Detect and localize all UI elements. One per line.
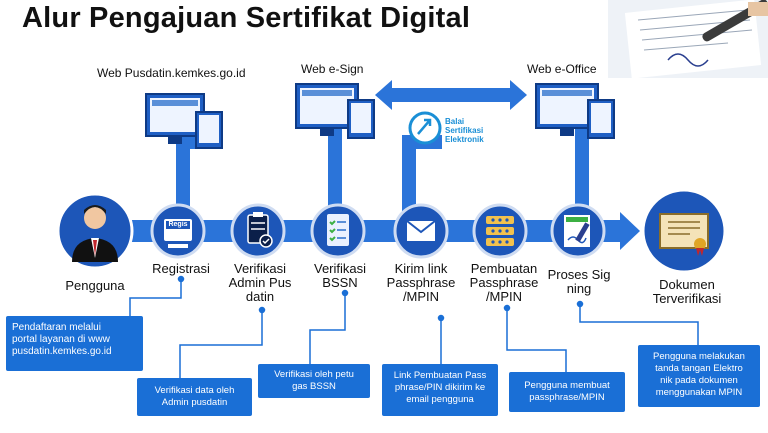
note-line: Verifikasi data oleh [154,385,235,396]
note-line: Pengguna membuat [524,380,610,391]
step-label-pengguna: Pengguna [65,278,125,293]
label-line: /MPIN [402,289,440,304]
web-esign-label: Web e-Sign [301,62,364,76]
note-line: passphrase/MPIN [529,392,605,403]
note-line: phrase/PIN dikirim ke [394,382,486,393]
note-kirim-link: Link Pembuatan Pass phrase/PIN dikirim k… [382,364,498,416]
step-label-kirim-link: Kirim link Passphrase /MPIN [381,262,461,304]
label-line: datin [245,289,275,304]
note-line: gas BSSN [292,381,336,392]
bsre-line-3: Elektronik [445,135,484,144]
step-label-pembuatan: Pembuatan Passphrase /MPIN [464,262,544,304]
step-label-proses-signing: Proses Sig ning [542,268,616,296]
registration-icon [164,219,192,248]
computer-eoffice-icon [535,83,615,139]
note-line: Pendaftaran melalui [12,322,101,333]
note-line: tanda tangan Elektro [655,363,743,374]
note-line: Admin pusdatin [161,397,228,408]
step-label-verifikasi-bssn: Verifikasi BSSN [303,262,377,290]
label-line: Dokumen [659,277,715,292]
computer-esign-icon [295,83,375,139]
note-line: portal layanan di www [12,334,110,345]
web-eoffice-label: Web e-Office [527,62,597,76]
step-label-verifikasi-admin: Verifikasi Admin Pus datin [222,262,298,304]
label-line: ning [566,281,592,296]
label-line: BSSN [322,275,358,290]
registration-icon-text: Regis [168,221,188,228]
label-line: Verifikasi [233,261,287,276]
checklist-icon [327,214,349,246]
note-line: pusdatin.kemkes.go.id [12,346,112,357]
label-line: Passphrase [386,275,456,290]
bsre-line-2: Sertifikasi [445,126,484,135]
label-line: Admin Pus [228,275,292,290]
bsre-line-1: Balai [445,117,465,126]
note-verifikasi-bssn: Verifikasi oleh petu gas BSSN [258,364,370,398]
note-line: email pengguna [406,394,474,405]
label-line: Passphrase [469,275,539,290]
note-registrasi: Pendaftaran melalui portal layanan di ww… [6,316,143,371]
pen-document-image [608,0,768,78]
signing-icon [564,215,590,247]
label-line: Kirim link [394,261,448,276]
web-pusdatin-label: Web Pusdatin.kemkes.go.id [97,66,246,80]
note-line: nik pada dokumen [660,375,738,386]
bsre-logo-text: Balai Sertifikasi Elektronik [445,117,484,144]
user-icon [72,205,118,262]
label-line: Proses Sig [547,267,611,282]
note-proses-signing: Pengguna melakukan tanda tangan Elektro … [638,345,760,407]
email-icon [406,220,436,241]
bsre-logo-icon [408,111,442,145]
note-pembuatan: Pengguna membuat passphrase/MPIN [509,372,625,412]
page-title: Alur Pengajuan Sertifikat Digital [22,2,471,34]
main-flow-arrowhead [620,212,640,250]
step-label-registrasi: Registrasi [152,261,210,276]
label-line: /MPIN [485,289,523,304]
label-line: Pembuatan [470,261,538,276]
note-line: Link Pembuatan Pass [393,370,487,381]
clipboard-check-icon [247,212,273,248]
label-line: Verifikasi [313,261,367,276]
note-line: Verifikasi oleh petu [274,369,354,380]
computer-pusdatin-icon [145,93,223,149]
label-line: Terverifikasi [652,291,722,306]
double-arrow-icon [375,80,527,110]
step-label-dokumen: Dokumen Terverifikasi [644,278,730,306]
note-line: menggunakan MPIN [655,387,743,398]
note-verifikasi-admin: Verifikasi data oleh Admin pusdatin [137,378,252,416]
certificate-icon [659,213,709,256]
password-icon [486,216,514,246]
note-line: Pengguna melakukan [653,351,745,362]
